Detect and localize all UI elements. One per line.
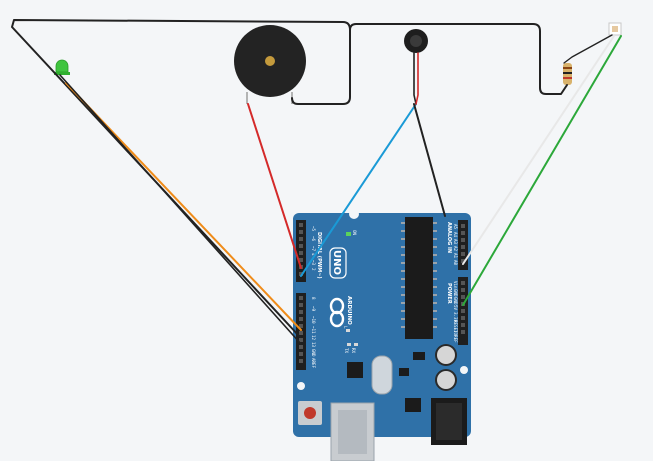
arduino-uno-board[interactable]: ~5 ~6 ~7 4 ~3 2 8 ~9 ~10 ~11 12 13 GND A…: [293, 209, 471, 461]
wire-white-photoresistor[interactable]: [462, 35, 615, 265]
digital-pin-label: ~9: [311, 306, 316, 312]
on-label: ON: [352, 230, 357, 236]
power-pin-label: GND: [453, 297, 458, 305]
reset-button-cap[interactable]: [304, 407, 316, 419]
wire-black-top[interactable]: [349, 23, 568, 95]
wire-motor-red-lead[interactable]: [415, 52, 419, 105]
mounting-hole: [349, 209, 359, 219]
rx-led: [354, 343, 358, 346]
analog-pin-label: A5: [453, 224, 458, 230]
green-led[interactable]: [54, 59, 70, 75]
wire-green-photoresistor[interactable]: [462, 35, 622, 306]
digital-header-holes: [299, 223, 303, 363]
digital-pin-label: 13: [311, 342, 316, 348]
capacitor-top: [437, 346, 455, 364]
atmega-chip: [405, 217, 433, 339]
digital-pin-label: ~5: [311, 226, 316, 232]
mounting-hole: [460, 366, 468, 374]
analog-header-label: ANALOG IN: [446, 222, 452, 253]
tx-label: TX: [344, 348, 349, 354]
power-pin-label: RESET: [453, 320, 458, 333]
uno-logo-frame: [329, 247, 347, 279]
usb-chip: [347, 362, 363, 378]
resistor-band: [563, 72, 572, 74]
digital-pin-label: 2: [311, 268, 316, 271]
arduino-infinity-logo: [329, 297, 345, 328]
capacitor-top: [437, 371, 455, 389]
l-led: [346, 329, 350, 332]
analog-pin-label: A3: [453, 239, 458, 245]
resistor-band: [563, 77, 572, 79]
crystal-oscillator: [371, 355, 393, 395]
wire-black-ground[interactable]: [11, 19, 351, 338]
digital-pin-label: ~7: [311, 246, 316, 252]
digital-pin-label: ~10: [311, 316, 316, 324]
small-chip: [413, 352, 425, 360]
uno-logo-text: UNO: [331, 250, 342, 275]
vibration-motor[interactable]: [404, 29, 428, 53]
arduino-brand-text: ARDUINO: [346, 296, 352, 325]
digital-pin-label: 8: [311, 297, 316, 300]
chip-pins: [401, 222, 437, 328]
mounting-hole: [297, 382, 305, 390]
digital-pin-label: AREF: [311, 358, 316, 369]
usb-connector-inner: [338, 410, 367, 454]
digital-pin-label: ~6: [311, 236, 316, 242]
digital-pin-label: 4: [311, 253, 316, 256]
wire-led-ground[interactable]: [59, 74, 302, 345]
analog-power-header-holes: [461, 224, 465, 334]
analog-pin-label: A4: [453, 232, 458, 238]
power-pin-label: IOREF: [453, 330, 458, 343]
digital-pin-label: GND: [311, 349, 316, 357]
regulator-chip: [399, 368, 409, 376]
power-header-label: POWER: [446, 283, 452, 304]
wire-blue-motor[interactable]: [300, 103, 417, 277]
digital-pin-label: ~11: [311, 326, 316, 334]
wire-motor-black-lead[interactable]: [413, 52, 417, 105]
photoresistor-cell: [612, 26, 618, 32]
led-base: [54, 72, 70, 75]
digital-pin-label: ~3: [311, 260, 316, 266]
power-jack-inner: [436, 403, 462, 440]
wire-red-buzzer[interactable]: [247, 103, 302, 269]
l-label: L: [343, 326, 348, 329]
resistor[interactable]: [563, 63, 572, 85]
digital-pin-label: 12: [311, 335, 316, 341]
voltage-regulator: [405, 398, 421, 412]
digital-header-label: DIGITAL (PWM~): [316, 232, 322, 279]
wire-black-motor-ground[interactable]: [413, 103, 446, 217]
analog-pin-label: A0: [453, 260, 458, 266]
power-pin-label: 5V: [453, 305, 458, 311]
power-pin-label: 3.3V: [453, 312, 458, 323]
power-on-led: [346, 232, 351, 236]
piezo-buzzer[interactable]: [234, 25, 306, 104]
photoresistor[interactable]: [608, 22, 622, 36]
buzzer-center: [265, 56, 275, 66]
tx-led: [347, 343, 351, 346]
analog-pin-label: A1: [453, 253, 458, 259]
analog-pin-label: A2: [453, 246, 458, 252]
power-pin-label: Vin: [453, 281, 458, 289]
wire-resistor-lead[interactable]: [563, 34, 613, 64]
resistor-band: [563, 67, 572, 69]
led-body: [55, 59, 69, 73]
power-pin-label: GND: [453, 289, 458, 297]
rx-label: RX: [351, 348, 356, 354]
motor-center: [410, 35, 422, 47]
wire-orange-led[interactable]: [65, 82, 302, 331]
